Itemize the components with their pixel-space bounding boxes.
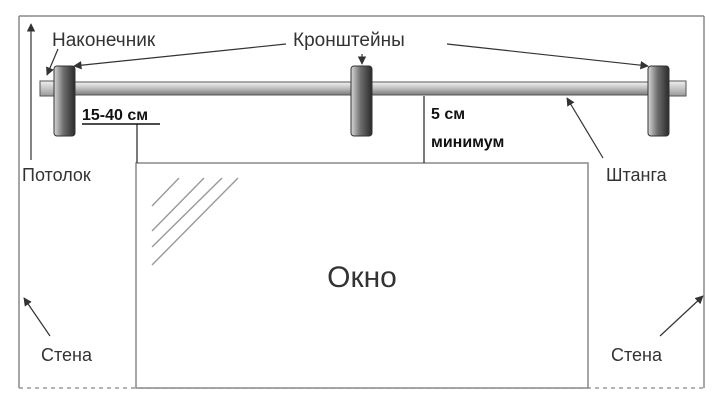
offset-top-note: минимум	[431, 134, 504, 151]
pointer-arrows	[23, 43, 704, 337]
offset-top-value: 5 см	[431, 106, 465, 123]
bracket-left	[53, 65, 76, 137]
ceiling-label: Потолок	[22, 165, 91, 185]
window	[135, 162, 589, 389]
wall-left-label: Стена	[41, 345, 93, 365]
finial-label: Наконечник	[52, 30, 156, 51]
brackets-label: Кронштейны	[293, 30, 405, 51]
glass-hatching	[151, 177, 239, 266]
window-label: Окно	[327, 261, 397, 294]
finial-right	[667, 80, 687, 97]
wall-outline	[18, 15, 705, 388]
bracket-middle	[350, 65, 373, 137]
rod-label: Штанга	[606, 165, 668, 185]
offset-side-label: 15-40 см	[82, 107, 148, 124]
bracket-right	[647, 65, 670, 137]
wall-right-label: Стена	[611, 345, 663, 365]
